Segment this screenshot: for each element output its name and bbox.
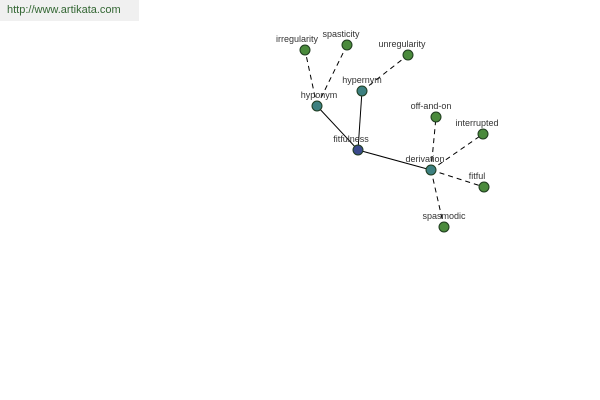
- edges-layer: [304, 44, 485, 228]
- edge-fitfulness-hypernym: [357, 90, 363, 151]
- edge-derivation-spasmodic: [430, 169, 445, 228]
- node-spasmodic[interactable]: [438, 221, 450, 233]
- node-label-hyponym[interactable]: hyponym: [301, 90, 338, 100]
- node-label-hypernym[interactable]: hypernym: [342, 75, 382, 85]
- nodes-layer: [299, 39, 490, 233]
- node-label-interrupted[interactable]: interrupted: [455, 118, 498, 128]
- edge-hyponym-irregularity: [304, 49, 318, 107]
- node-label-spasticity[interactable]: spasticity: [322, 29, 360, 39]
- node-spasticity[interactable]: [341, 39, 353, 51]
- node-label-fitfulness[interactable]: fitfulness: [333, 134, 369, 144]
- edge-fitfulness-derivation: [357, 149, 432, 171]
- edge-fitfulness-hyponym: [316, 105, 359, 151]
- edge-derivation-interrupted: [430, 133, 484, 171]
- node-label-irregularity[interactable]: irregularity: [276, 34, 319, 44]
- node-irregularity[interactable]: [299, 44, 311, 56]
- node-unregularity[interactable]: [402, 49, 414, 61]
- node-hypernym[interactable]: [356, 85, 368, 97]
- source-link[interactable]: http://www.artikata.com: [0, 0, 139, 21]
- node-label-derivation[interactable]: derivation: [405, 154, 444, 164]
- edge-hypernym-unregularity: [361, 54, 409, 92]
- labels-layer: fitfulness hyponym hypernym derivation irreg…: [276, 29, 499, 221]
- edge-derivation-fitful: [430, 169, 485, 188]
- node-interrupted[interactable]: [477, 128, 489, 140]
- node-label-off-and-on[interactable]: off-and-on: [411, 101, 452, 111]
- node-fitful[interactable]: [478, 181, 490, 193]
- node-fitfulness[interactable]: [352, 144, 364, 156]
- edge-hyponym-spasticity: [316, 44, 348, 107]
- node-label-spasmodic[interactable]: spasmodic: [422, 211, 466, 221]
- node-hyponym[interactable]: [311, 100, 323, 112]
- node-derivation[interactable]: [425, 164, 437, 176]
- node-label-unregularity[interactable]: unregularity: [378, 39, 426, 49]
- node-label-fitful[interactable]: fitful: [469, 171, 486, 181]
- node-off-and-on[interactable]: [430, 111, 442, 123]
